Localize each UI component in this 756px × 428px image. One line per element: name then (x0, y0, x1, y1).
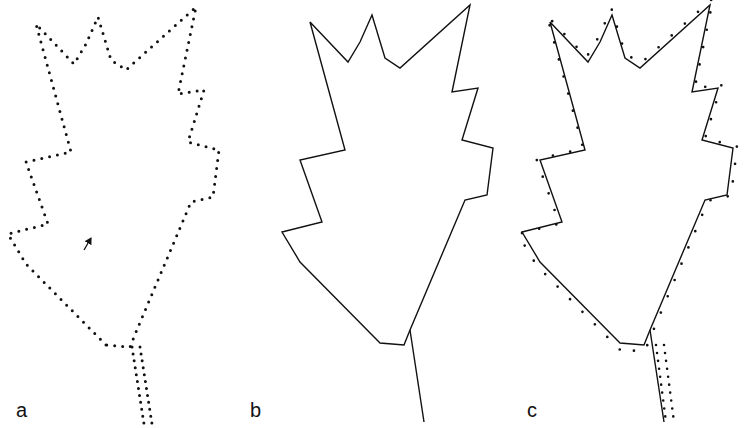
dotted-leaf (8, 7, 219, 424)
polygon-leaf (282, 5, 493, 422)
pointer-arrow (84, 238, 91, 250)
polygon-with-dots (518, 0, 737, 422)
panel-letter: c (527, 400, 537, 420)
panel-letter: b (250, 400, 261, 420)
panel-letter: a (16, 400, 27, 420)
